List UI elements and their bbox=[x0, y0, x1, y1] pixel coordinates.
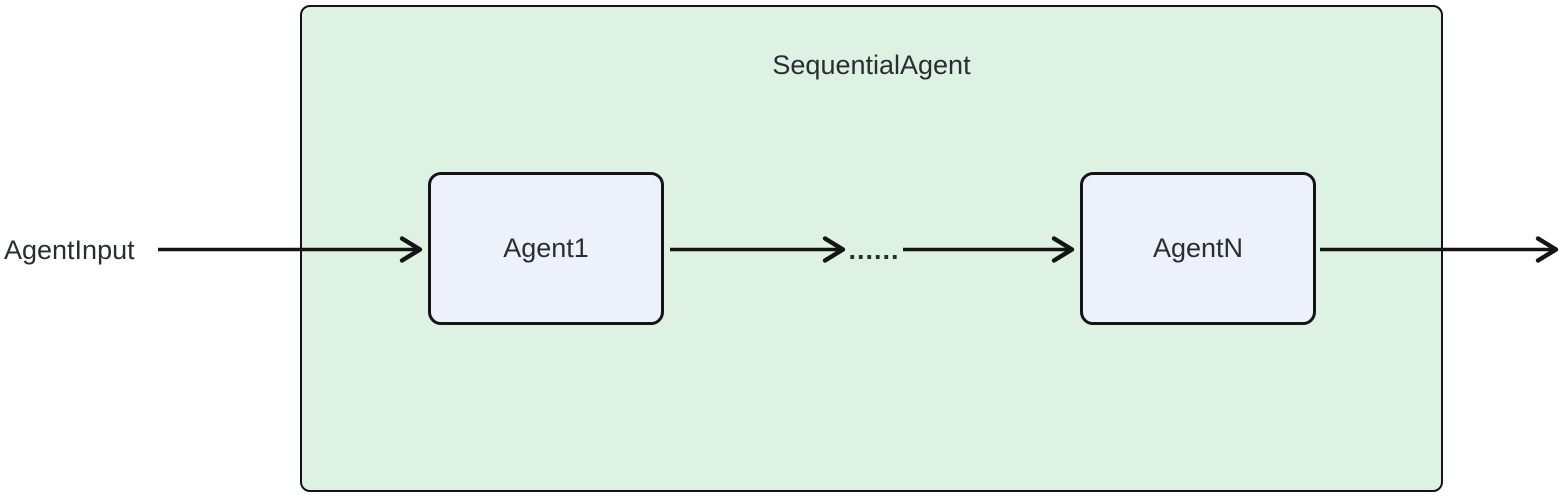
node-agent1: Agent1 bbox=[428, 172, 664, 325]
agent-input-label: AgentInput bbox=[4, 235, 135, 265]
ellipsis-label: ...... bbox=[848, 235, 900, 265]
node-agentn-label: AgentN bbox=[1152, 233, 1244, 263]
node-agentn: AgentN bbox=[1080, 172, 1316, 325]
node-agent1-label: Agent1 bbox=[503, 233, 589, 263]
container-title: SequentialAgent bbox=[772, 50, 971, 80]
